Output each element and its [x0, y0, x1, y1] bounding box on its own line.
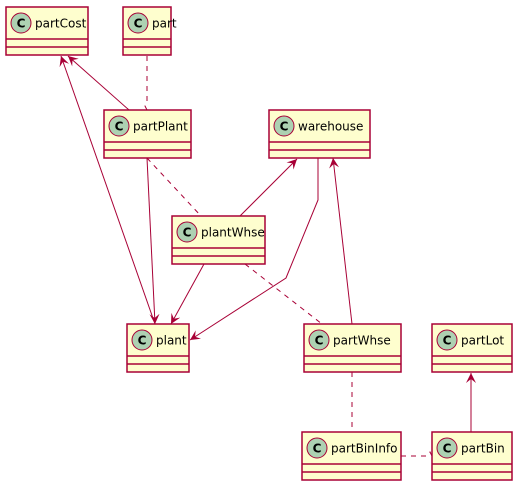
class-name: partPlant [133, 120, 188, 134]
class-badge-letter: C [315, 334, 324, 348]
class-name: partLot [461, 334, 504, 348]
relation-plantWhse-plant [170, 263, 205, 325]
class-badge-letter: C [280, 120, 289, 134]
relation-partPlant-partCost [67, 55, 130, 111]
class-name: part [152, 17, 177, 31]
class-c-icon [436, 437, 458, 459]
class-badge-letter: C [17, 17, 26, 31]
class-c-icon [108, 115, 130, 137]
class-badge-letter: C [115, 120, 124, 134]
relation-plant-partCost [59, 55, 156, 325]
class-badge-letter: C [134, 17, 143, 31]
class-name: plantWhse [201, 226, 265, 240]
class-c-icon [131, 329, 153, 351]
class-c-icon [308, 329, 330, 351]
class-name: plant [156, 334, 187, 348]
class-name: partCost [35, 17, 87, 31]
class-badge-letter: C [443, 442, 452, 456]
relation-partPlant-plantWhse [146, 157, 202, 217]
relation-warehouse-plant [189, 158, 319, 341]
class-name: partBin [461, 442, 505, 456]
class-c-icon [176, 221, 198, 243]
class-name: partBinInfo [331, 442, 398, 456]
relation-layer [59, 55, 476, 457]
class-badge-letter: C [313, 442, 322, 456]
relation-part-partPlant [144, 56, 148, 111]
relation-plantWhse-warehouse [239, 158, 298, 217]
class-name: warehouse [298, 120, 363, 134]
class-badge-letter: C [443, 334, 452, 348]
relation-partPlant-plant [146, 157, 160, 325]
class-c-icon [127, 12, 149, 34]
relation-partBinInfo-partBin [401, 451, 433, 457]
class-c-icon [306, 437, 328, 459]
class-box [122, 6, 172, 56]
class-c-icon [436, 329, 458, 351]
class-badge-letter: C [183, 226, 192, 240]
class-name: partWhse [333, 334, 391, 348]
relation-partWhse-warehouse [329, 157, 353, 325]
class-c-icon [273, 115, 295, 137]
class-badge-letter: C [138, 334, 147, 348]
class-c-icon [10, 12, 32, 34]
relation-plantWhse-partWhse [244, 263, 323, 325]
